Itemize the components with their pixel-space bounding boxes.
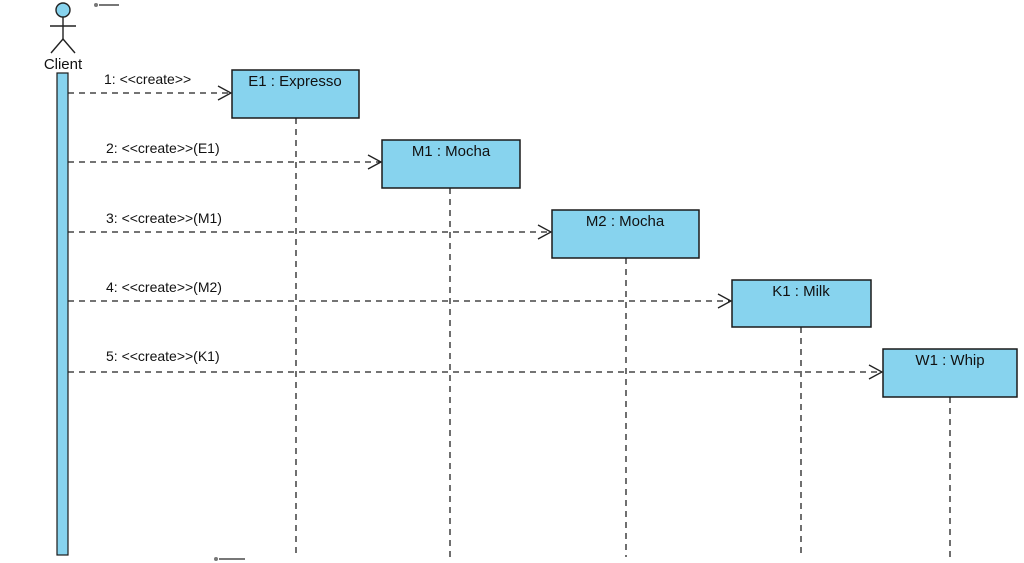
message-5[interactable]: 5: <<create>>(K1) <box>68 348 884 380</box>
client-activation-bar <box>56 72 69 556</box>
client-actor[interactable]: Client <box>44 2 83 73</box>
message-3-label: 3: <<create>>(M1) <box>106 210 222 226</box>
open-arrowhead-icon <box>868 364 884 380</box>
object-e1-label: E1 : Expresso <box>248 73 341 90</box>
tool-logo-icon <box>214 557 245 561</box>
open-arrowhead-icon <box>367 154 383 170</box>
object-w1[interactable]: W1 : Whip <box>882 348 1018 398</box>
object-k1-label: K1 : Milk <box>772 283 830 300</box>
object-m2[interactable]: M2 : Mocha <box>551 209 700 259</box>
open-arrowhead-icon <box>717 293 733 309</box>
message-2-label: 2: <<create>>(E1) <box>106 140 220 156</box>
open-arrowhead-icon <box>217 85 233 101</box>
message-1-label: 1: <<create>> <box>104 71 191 87</box>
message-1[interactable]: 1: <<create>> <box>68 71 233 101</box>
message-5-label: 5: <<create>>(K1) <box>106 348 220 364</box>
message-4-label: 4: <<create>>(M2) <box>106 279 222 295</box>
object-m1-label: M1 : Mocha <box>412 143 491 160</box>
object-e1[interactable]: E1 : Expresso <box>231 69 360 119</box>
tool-logo-icon <box>94 3 119 7</box>
message-4[interactable]: 4: <<create>>(M2) <box>68 279 733 309</box>
object-m2-label: M2 : Mocha <box>586 213 665 230</box>
object-w1-label: W1 : Whip <box>915 352 984 369</box>
object-k1[interactable]: K1 : Milk <box>731 279 872 328</box>
open-arrowhead-icon <box>537 224 553 240</box>
object-m1[interactable]: M1 : Mocha <box>381 139 521 189</box>
message-3[interactable]: 3: <<create>>(M1) <box>68 210 553 240</box>
client-actor-label: Client <box>44 56 83 73</box>
message-2[interactable]: 2: <<create>>(E1) <box>68 140 383 170</box>
stick-figure-actor-icon <box>50 2 76 54</box>
